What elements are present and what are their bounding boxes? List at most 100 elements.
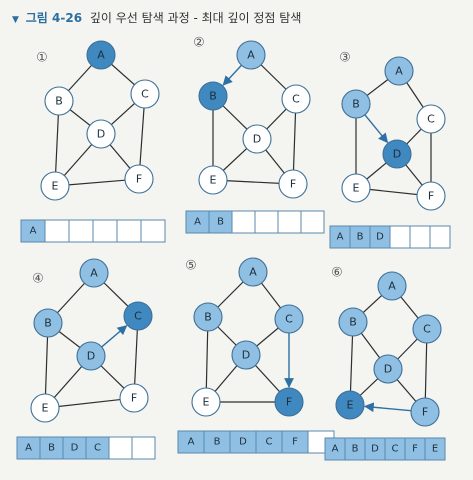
- figure-caption: ▼ 그림 4-26 깊이 우선 탐색 과정 - 최대 깊이 정점 탐색: [12, 9, 301, 26]
- node-label: C: [134, 310, 142, 323]
- stack-cell: [254, 210, 279, 234]
- stack-cell: [140, 219, 166, 243]
- stack-cell: [300, 210, 325, 234]
- stack-cell-label: D: [71, 443, 79, 454]
- stack-cell: [116, 219, 142, 243]
- stack-cell-label: E: [432, 444, 438, 455]
- node-E: E: [335, 390, 365, 420]
- node-circle: [416, 181, 446, 211]
- node-E: E: [191, 387, 221, 417]
- node-F: F: [278, 169, 308, 199]
- figure-number: 그림 4-26: [25, 11, 83, 25]
- node-F: F: [124, 164, 154, 194]
- stack-cell: [92, 219, 118, 243]
- node-label: B: [352, 98, 360, 111]
- node-label: B: [209, 90, 217, 103]
- traversal-arrow-F-E: [363, 402, 412, 413]
- node-C: C: [281, 84, 311, 114]
- node-circle: [30, 393, 60, 423]
- stack-cell: [389, 225, 411, 249]
- node-circle: [198, 165, 228, 195]
- node-circle: [86, 40, 116, 70]
- node-label: A: [247, 49, 255, 62]
- node-circle: [377, 271, 407, 301]
- node-F: F: [416, 181, 446, 211]
- node-label: B: [55, 95, 63, 108]
- node-circle: [79, 258, 109, 288]
- node-D: D: [373, 354, 403, 384]
- node-B: B: [338, 307, 368, 337]
- node-circle: [123, 301, 153, 331]
- stack-cell: [131, 436, 156, 460]
- node-circle: [40, 171, 70, 201]
- stack-cell-label: C: [94, 443, 101, 454]
- node-C: C: [130, 79, 160, 109]
- node-label: E: [42, 402, 49, 415]
- stack-cell-label: A: [194, 217, 201, 228]
- node-B: B: [33, 308, 63, 338]
- stack-cell: [424, 437, 446, 461]
- stack-cell-label: B: [214, 437, 221, 448]
- node-A: A: [384, 56, 414, 86]
- node-circle: [416, 104, 446, 134]
- node-circle: [274, 387, 304, 417]
- node-D: D: [76, 341, 106, 371]
- node-circle: [335, 390, 365, 420]
- stack-cell-label: A: [30, 226, 37, 237]
- stack-cell-label: A: [337, 232, 344, 243]
- node-label: C: [423, 323, 431, 336]
- stack-cell-label: A: [188, 437, 195, 448]
- stack-cell: [44, 219, 70, 243]
- node-label: B: [204, 311, 212, 324]
- stack-cell: [277, 210, 302, 234]
- node-label: A: [97, 49, 105, 62]
- node-circle: [33, 308, 63, 338]
- node-E: E: [40, 171, 70, 201]
- node-A: A: [86, 40, 116, 70]
- node-circle: [191, 387, 221, 417]
- stack-cell-label: D: [239, 437, 247, 448]
- node-label: C: [427, 113, 435, 126]
- stack-cell-label: D: [371, 444, 379, 455]
- node-label: C: [292, 93, 300, 106]
- node-circle: [193, 302, 223, 332]
- stack-cell: [108, 436, 133, 460]
- node-A: A: [79, 258, 109, 288]
- node-F: F: [410, 397, 440, 427]
- node-E: E: [341, 173, 371, 203]
- node-F: F: [119, 383, 149, 413]
- node-label: D: [393, 148, 401, 161]
- node-circle: [410, 397, 440, 427]
- stack-cell-label: B: [217, 217, 224, 228]
- node-label: E: [347, 399, 354, 412]
- node-label: F: [131, 392, 137, 405]
- node-circle: [242, 124, 272, 154]
- node-label: C: [141, 88, 149, 101]
- node-C: C: [123, 301, 153, 331]
- node-circle: [198, 81, 228, 111]
- node-C: C: [274, 304, 304, 334]
- step-number: ⑤: [185, 259, 197, 274]
- node-circle: [341, 173, 371, 203]
- stack-strip: A: [20, 219, 166, 243]
- node-A: A: [236, 40, 266, 70]
- node-label: F: [428, 190, 434, 203]
- node-circle: [86, 119, 116, 149]
- stack-cell-label: F: [292, 437, 298, 448]
- step-number: ①: [36, 51, 48, 66]
- step-number: ②: [193, 36, 205, 51]
- node-label: A: [90, 267, 98, 280]
- node-C: C: [416, 104, 446, 134]
- traversal-arrow-B-D: [364, 114, 389, 144]
- node-label: E: [210, 174, 217, 187]
- stack-cell-label: C: [266, 437, 273, 448]
- stack-cell-label: F: [412, 444, 418, 455]
- traversal-arrow-A-B: [222, 64, 242, 86]
- step-number: ④: [32, 272, 44, 287]
- node-circle: [130, 79, 160, 109]
- node-label: D: [87, 350, 95, 363]
